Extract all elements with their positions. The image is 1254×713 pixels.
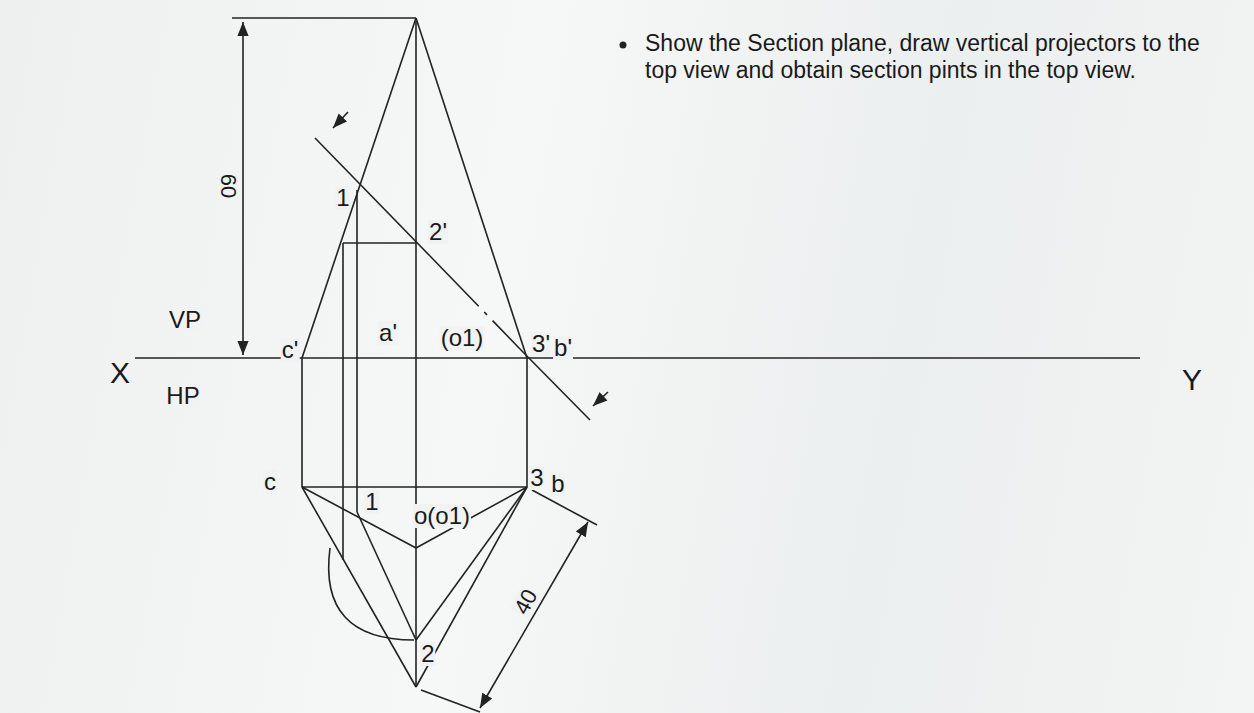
point-label: 2'	[428, 220, 448, 244]
point-label: c	[263, 470, 277, 494]
point-label: b	[550, 472, 565, 496]
point-label: o(o1)	[413, 504, 471, 528]
point-label: 1	[335, 186, 350, 210]
point-label: 3	[529, 466, 544, 490]
point-label: 1	[364, 490, 379, 514]
plane-label: HP	[165, 384, 200, 408]
point-label: (o1)	[440, 326, 485, 350]
dimension-text: 60	[217, 173, 239, 199]
point-label: a'	[378, 321, 398, 345]
axis-label: X	[109, 358, 131, 388]
plane-label: VP	[168, 308, 202, 332]
axis-label: Y	[1181, 365, 1203, 395]
instruction-note: Show the Section plane, draw vertical pr…	[645, 30, 1225, 84]
dimension-text: 40	[510, 585, 542, 619]
point-label: 3'	[531, 332, 551, 356]
point-label: 2	[420, 642, 435, 666]
point-label: b'	[553, 336, 573, 360]
point-label: c'	[281, 338, 300, 362]
